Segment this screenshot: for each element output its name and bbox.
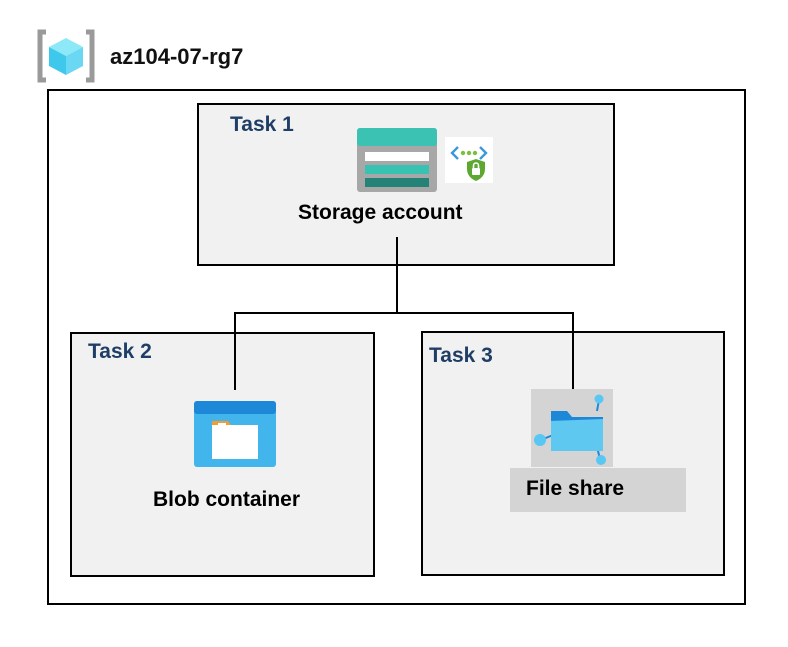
storage-account-icon — [357, 128, 437, 192]
resource-group-container — [47, 89, 746, 605]
task-1-label: Task 1 — [230, 113, 294, 136]
file-share-icon — [534, 394, 606, 465]
blob-container-icon — [194, 401, 276, 467]
blob-container-label: Blob container — [153, 488, 301, 511]
file-share-label-background — [510, 468, 686, 512]
private-endpoint-lock-icon — [445, 137, 493, 183]
task-3-label: Task 3 — [429, 344, 493, 367]
resource-group-title: az104-07-rg7 — [110, 44, 244, 69]
resource-group-icon — [37, 29, 95, 83]
task-2-label: Task 2 — [88, 340, 152, 363]
file-share-label: File share — [526, 477, 625, 500]
storage-account-label: Storage account — [298, 201, 463, 224]
